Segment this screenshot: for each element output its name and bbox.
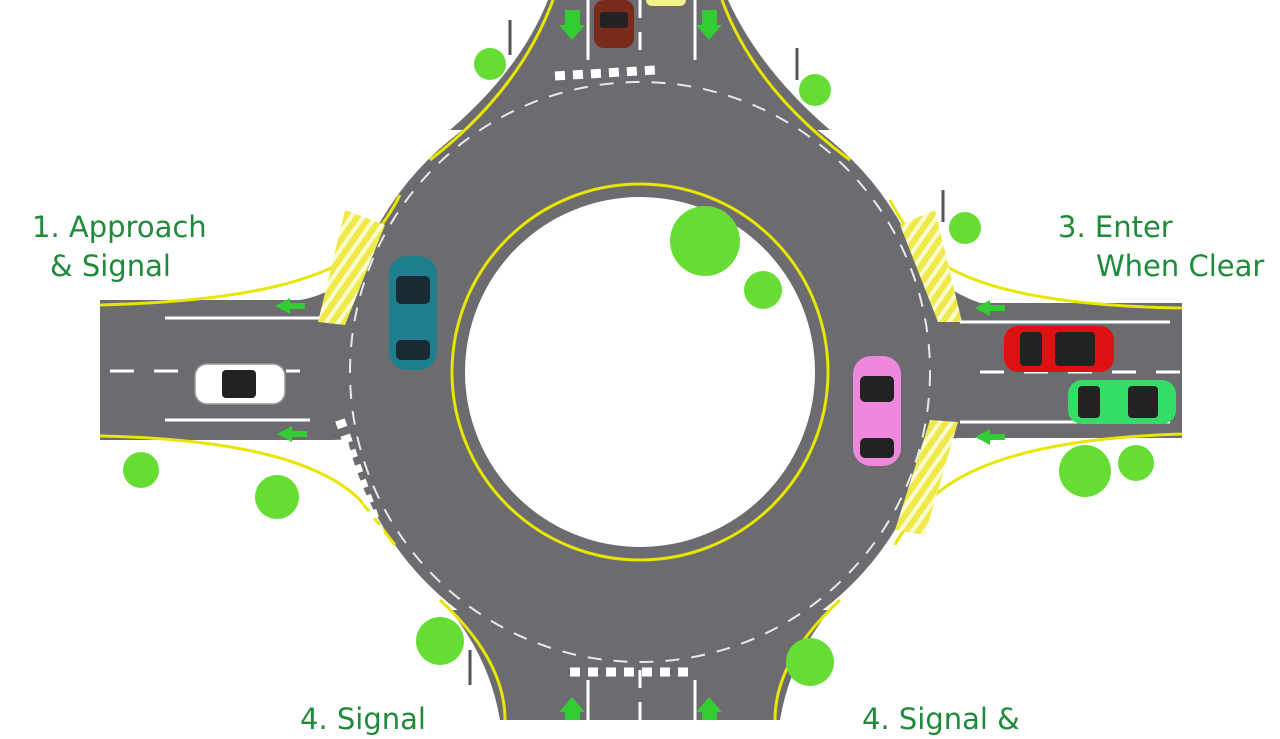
- green-car: [1068, 380, 1176, 424]
- tree-icon: [1118, 445, 1154, 481]
- teal-car: [389, 256, 437, 370]
- dark-red-car: [594, 0, 634, 48]
- crosswalk-lower-left: [335, 418, 385, 537]
- arrow-bottom-right-icon: [696, 697, 722, 720]
- trees: [123, 48, 1154, 686]
- lamp-posts: [468, 20, 945, 685]
- tree-icon: [949, 212, 981, 244]
- island-tree-small-icon: [744, 271, 782, 309]
- arrow-left-upper-icon: [275, 298, 305, 314]
- step-1-label-line-1: 1. Approach: [32, 210, 207, 244]
- pink-car: [853, 356, 901, 466]
- tree-icon: [416, 617, 464, 665]
- white-car: [194, 363, 286, 405]
- ring-lane-line: [349, 81, 931, 663]
- crosswalk-right: [900, 210, 962, 322]
- tree-icon: [474, 48, 506, 80]
- tree-icon: [1059, 445, 1111, 497]
- step-1-label-line-2: & Signal: [50, 249, 171, 283]
- arrow-top-left-icon: [559, 10, 585, 40]
- tree-icon: [255, 475, 299, 519]
- arrow-right-lower-icon: [975, 429, 1005, 445]
- central-island-edge: [450, 182, 830, 562]
- arrow-left-lower-icon: [277, 426, 307, 442]
- crosswalk-lower-right: [895, 420, 958, 535]
- yellow-car: [646, 0, 686, 6]
- crosswalks: [318, 65, 962, 677]
- arrow-bottom-left-icon: [559, 697, 585, 720]
- tree-icon: [786, 638, 834, 686]
- red-car: [1004, 326, 1114, 372]
- arrow-right-upper-icon: [975, 300, 1005, 316]
- step-3-label-line-2: When Clear: [1096, 249, 1265, 283]
- vehicles: [194, 0, 1176, 466]
- direction-arrows: [275, 10, 1005, 720]
- arrow-top-right-icon: [696, 10, 722, 40]
- central-island: [465, 197, 815, 547]
- crosswalk-left: [318, 210, 385, 325]
- roundabout-diagram: [99, 0, 1183, 720]
- tree-icon: [799, 74, 831, 106]
- left-approach-road: [100, 215, 395, 440]
- island-tree-large-icon: [670, 206, 740, 276]
- tree-icon: [123, 452, 159, 488]
- step-3-label-line-1: 3. Enter: [1058, 210, 1173, 244]
